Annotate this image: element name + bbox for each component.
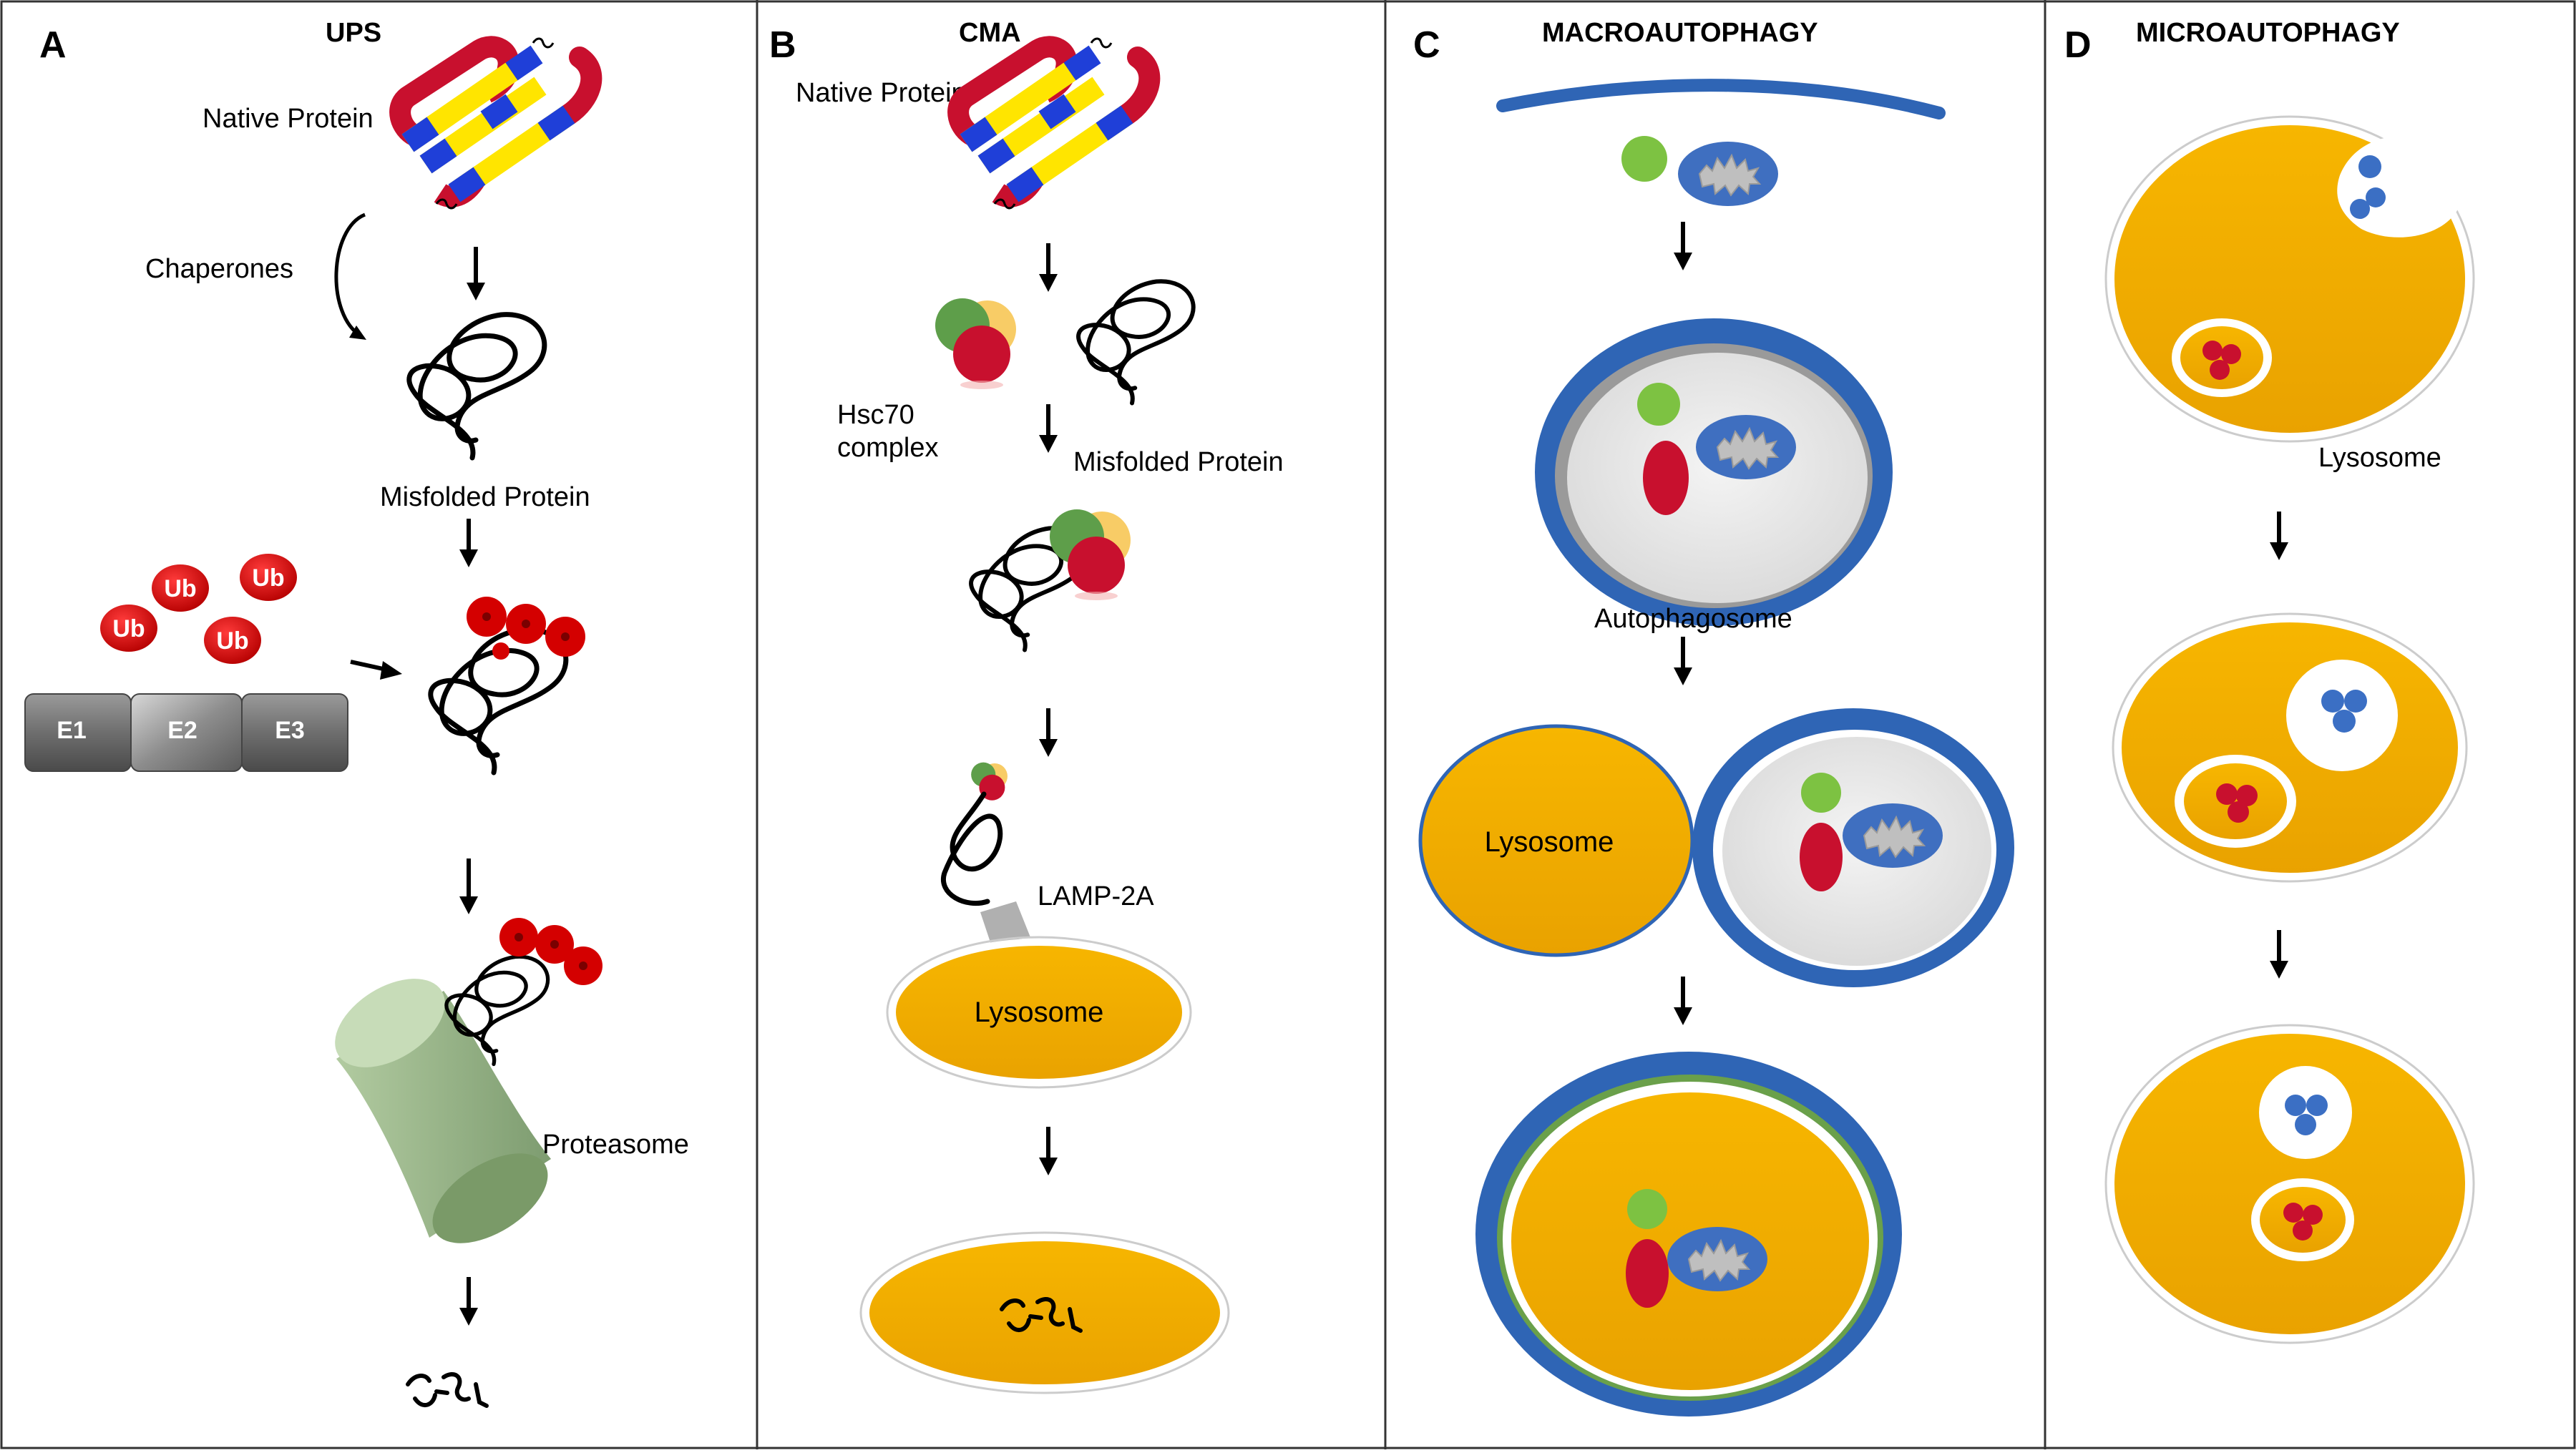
panel-title-ups: UPS: [326, 18, 381, 48]
cargo-organelle-4: [1667, 1226, 1768, 1292]
native-protein-ribbon-b: [958, 39, 1149, 208]
misfolded-protein-b: [1078, 281, 1194, 403]
enzyme-e1-label: E1: [57, 717, 87, 744]
panel-title-macroautophagy: MACROAUTOPHAGY: [1542, 18, 1818, 48]
native-protein-label-b: Native Protein: [796, 78, 967, 108]
native-protein-ribbon-a: [400, 39, 591, 208]
hsc70-label-line1: Hsc70: [837, 400, 914, 430]
cargo-red-4: [1626, 1239, 1669, 1308]
cargo-red-2: [1643, 441, 1689, 515]
proteasome: [335, 979, 551, 1243]
panel-title-microautophagy: MICROAUTOPHAGY: [2136, 18, 2400, 48]
misfolded-protein-label-b: Misfolded Protein: [1073, 447, 1284, 477]
lysosome-label-c: Lysosome: [1485, 826, 1614, 858]
panel-a-ups: A UPS Native Protein Chaperones Misfolde…: [24, 18, 689, 1406]
enzyme-e2-label: E2: [167, 717, 197, 744]
e1-e2-e3-enzymes: E1 E2 E3: [24, 693, 348, 772]
panel-d-microautophagy: D MICROAUTOPHAGY Lysosome: [2064, 18, 2475, 1344]
phagophore-membrane: [1496, 79, 1946, 119]
panel-b-cma: B CMA Native Protein Hsc70 complex Misfo…: [769, 18, 1284, 1394]
lysosome-label-b: Lysosome: [975, 997, 1104, 1028]
hsc70-complex: [935, 298, 1016, 389]
cargo-red-3: [1800, 823, 1843, 891]
panel-letter-b: B: [769, 24, 796, 66]
ubiquitin-4-label: Ub: [216, 627, 248, 655]
lysosome-b1: [889, 939, 1189, 1086]
lamp2a-channel: [980, 901, 1030, 944]
autophagosome-lumen: [1567, 353, 1868, 603]
native-protein-label-a: Native Protein: [203, 104, 374, 134]
arrow-a4: [459, 1277, 478, 1326]
ub-chain-2: [499, 918, 602, 985]
arrow-enzymes-to-protein: [350, 660, 402, 680]
cargo-organelle: [1677, 141, 1779, 207]
panel-letter-c: C: [1413, 24, 1440, 66]
arrow-b4: [1039, 1127, 1058, 1175]
chaperones-curve-arrow: [334, 212, 366, 338]
panel-title-cma: CMA: [959, 18, 1021, 48]
cargo-green-2: [1637, 383, 1680, 426]
autophagosome-label: Autophagosome: [1594, 604, 1792, 634]
cargo-green-4: [1627, 1189, 1667, 1229]
vesicle-blue-d3: [2259, 1066, 2352, 1159]
arrow-b2: [1039, 404, 1058, 453]
hsc70-label-line2: complex: [837, 433, 939, 463]
ubiquitin-3: [100, 605, 157, 652]
hsc70-bound: [1050, 509, 1131, 600]
misfolded-protein-a: [409, 315, 545, 458]
arrow-d2: [2270, 930, 2288, 979]
ubiquitin-2: [240, 554, 297, 601]
arrow-b3: [1039, 708, 1058, 757]
proteasome-label: Proteasome: [542, 1130, 689, 1160]
arrow-a2: [459, 519, 478, 567]
ubiquitin-4: [204, 617, 261, 664]
enzyme-e3: [241, 693, 348, 772]
lysosome-d2: [2114, 615, 2465, 880]
cargo-green-3: [1801, 773, 1841, 813]
arrow-c2: [1674, 637, 1692, 685]
misfolded-protein-label-a: Misfolded Protein: [380, 482, 590, 512]
ub-chain-1: [467, 597, 585, 660]
lamp2a-label: LAMP-2A: [1038, 881, 1154, 911]
protein-translocating: [940, 791, 1003, 906]
arrow-a3: [459, 858, 478, 914]
chaperones-label: Chaperones: [145, 254, 293, 284]
lysosome-c1: [1418, 724, 1694, 957]
enzyme-e3-label: E3: [275, 717, 305, 744]
arrow-c1: [1674, 222, 1692, 270]
panel-c-macroautophagy: C MACROAUTOPHAGY Autophagosome Lysosome: [1413, 18, 2014, 1417]
ubiquitin-3-label: Ub: [112, 615, 145, 642]
ubiquitin-1-label: Ub: [164, 575, 196, 602]
chaperones-arrowhead: [349, 326, 366, 340]
ubiquitin-2-label: Ub: [252, 564, 284, 592]
arrow-c3: [1674, 977, 1692, 1025]
ubiquitin-cluster: Ub Ub Ub Ub: [100, 554, 297, 664]
cargo-green: [1621, 136, 1667, 182]
panel-letter-d: D: [2064, 24, 2092, 66]
arrow-b1: [1039, 243, 1058, 292]
panel-letter-a: A: [39, 24, 67, 66]
lysosome-label-d: Lysosome: [2318, 443, 2441, 473]
cargo-organelle-2: [1695, 414, 1797, 480]
arrow-a1: [467, 247, 485, 300]
lysosome-b2: [862, 1234, 1227, 1391]
ubiquitin-1: [152, 564, 209, 612]
cargo-organelle-3: [1842, 803, 1943, 869]
peptide-fragments-a: [408, 1374, 487, 1406]
hsc70-small: [971, 762, 1008, 801]
arrow-d1: [2270, 512, 2288, 560]
